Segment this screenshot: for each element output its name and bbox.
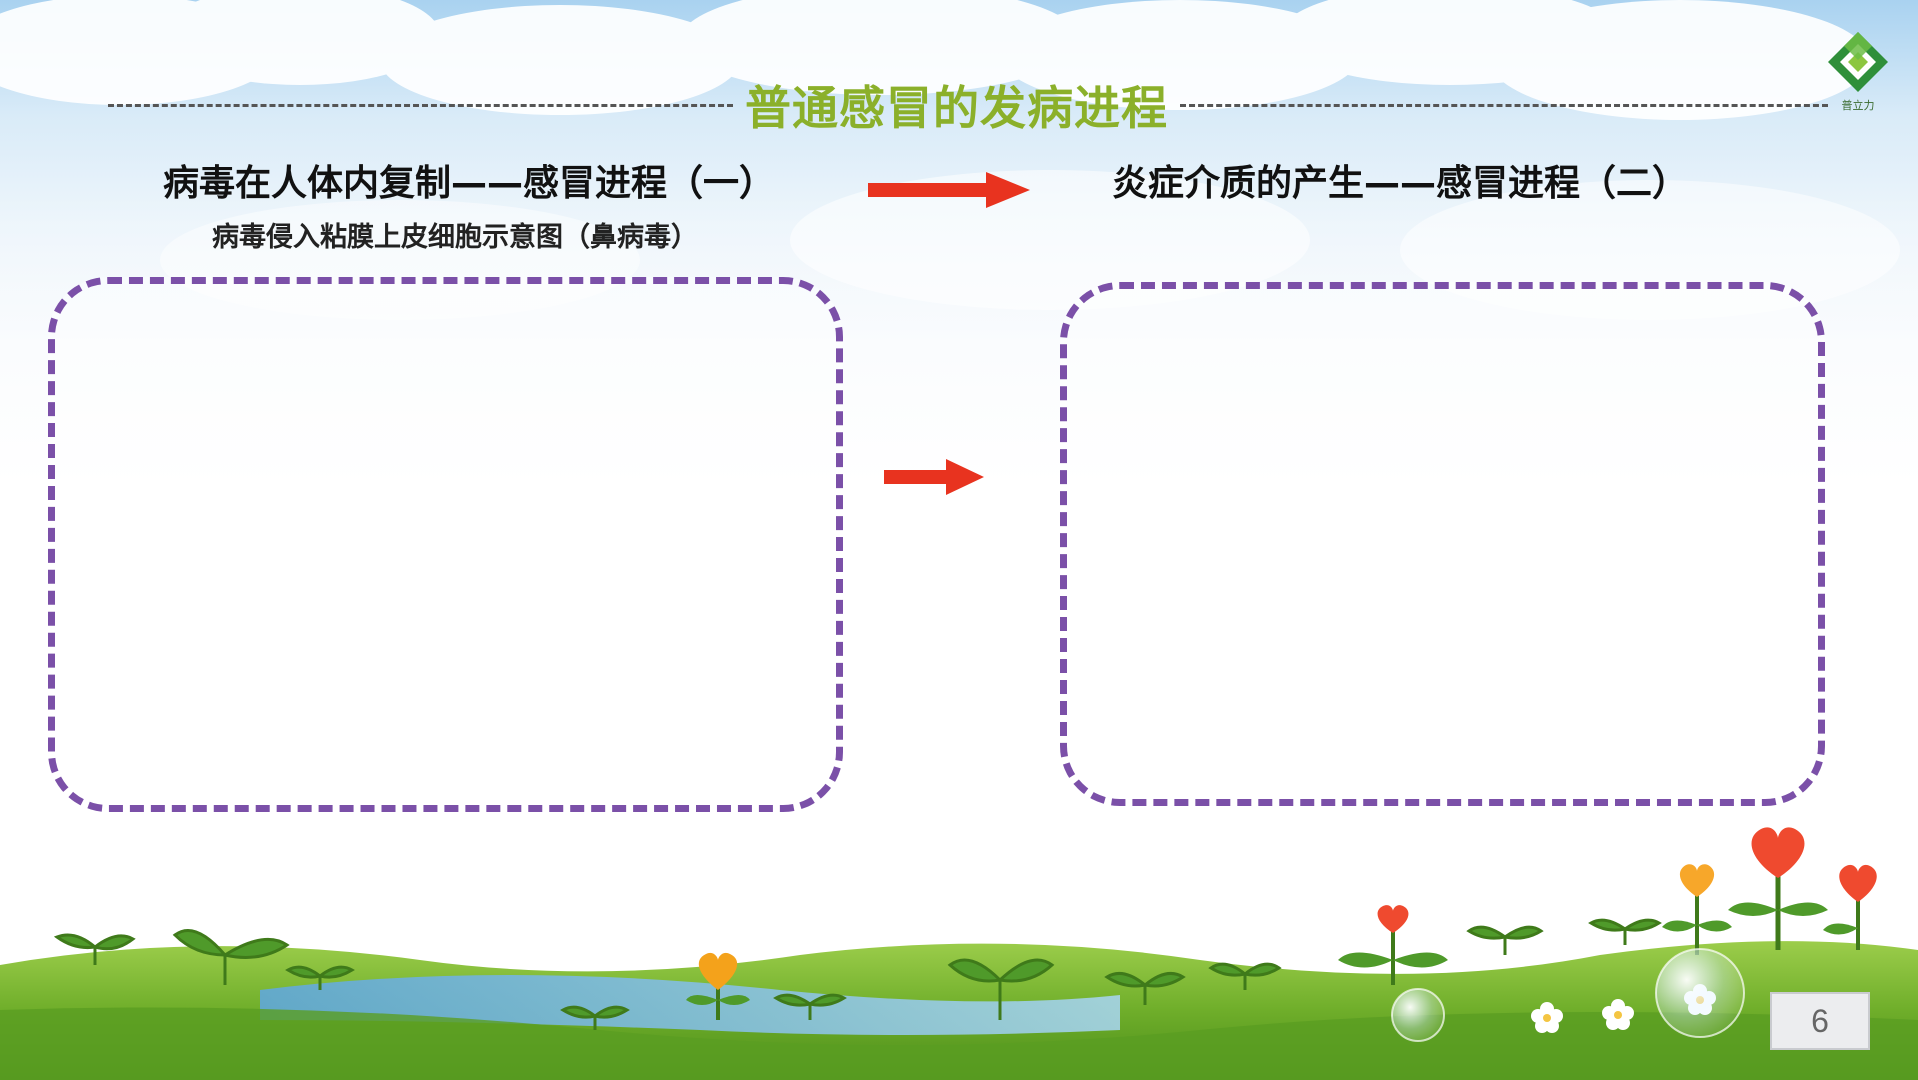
right-heading: 炎症介质的产生——感冒进程（二） bbox=[1112, 163, 1689, 204]
diamond-logo-icon bbox=[1828, 32, 1888, 92]
page-number: 6 bbox=[1770, 992, 1870, 1050]
middle-arrow-icon bbox=[884, 459, 984, 495]
left-diagram-panel bbox=[48, 277, 843, 812]
right-diagram-panel bbox=[1060, 282, 1825, 806]
logo-text: 普立力 bbox=[1841, 99, 1875, 112]
title-rule-right bbox=[1180, 104, 1828, 107]
left-heading: 病毒在人体内复制——感冒进程（一） bbox=[163, 163, 776, 204]
slide-title: 普通感冒的发病进程 bbox=[745, 81, 1168, 135]
left-caption: 病毒侵入粘膜上皮细胞示意图（鼻病毒） bbox=[212, 222, 698, 253]
top-arrow-icon bbox=[868, 172, 1030, 208]
title-rule-left bbox=[108, 104, 733, 107]
company-logo: 普立力 bbox=[1820, 30, 1896, 120]
